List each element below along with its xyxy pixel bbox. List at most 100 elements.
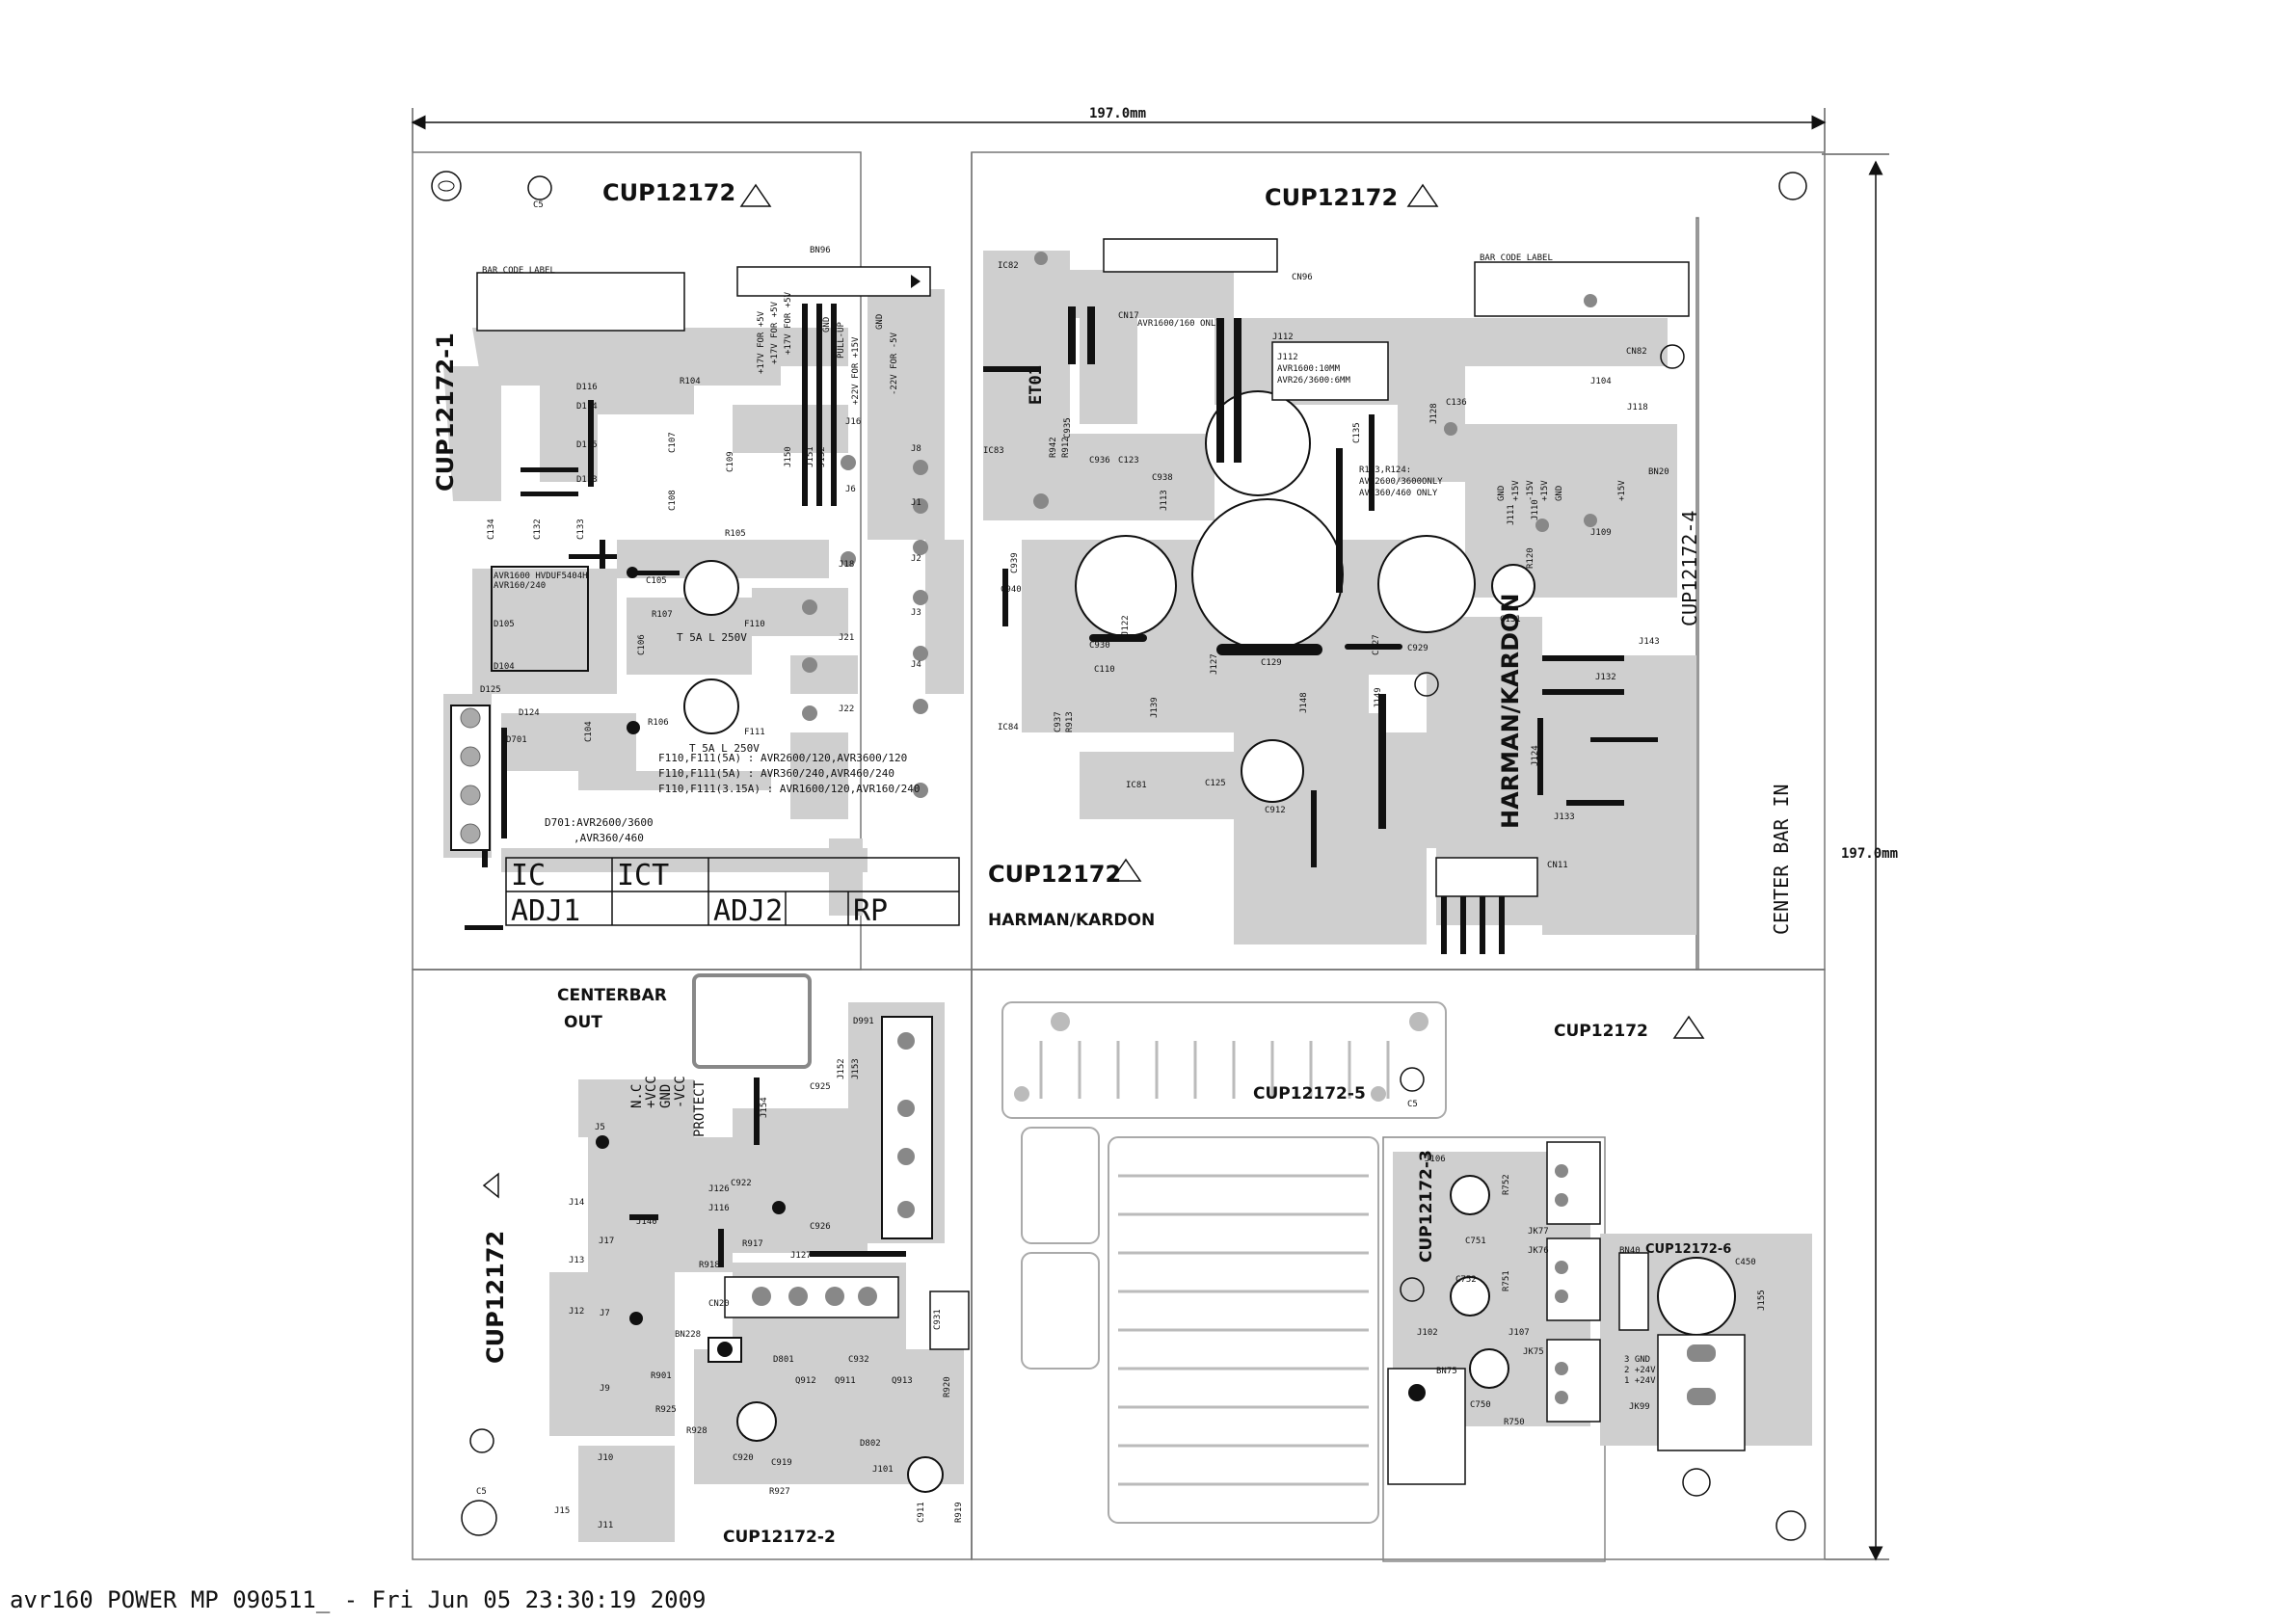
ref-cn20: CN20 [708,1299,730,1309]
centerbar-out-line2: OUT [564,1013,602,1032]
ref-d105: D105 [494,620,515,629]
ref-j148: J148 [1299,692,1309,713]
ref-ic81: IC81 [1126,781,1147,790]
board-header-bm: CUP12172 [1554,1022,1648,1041]
ref-c104: C104 [584,721,594,742]
ref-r751: R751 [1502,1270,1511,1291]
ref-r918: R918 [699,1261,720,1270]
ref-d125: D125 [480,685,501,695]
table-rp: RP [853,894,888,928]
ref-r913: R913 [1065,711,1075,732]
ref-c131: C131 [1500,615,1521,625]
top-left-components: BAR CODE LABEL C5 CUP12172 CUP121 [431,171,960,930]
ref-j4: J4 [911,660,921,670]
width-dimension-label: 197.0mm [1089,106,1146,121]
ref-jk75: JK75 [1523,1347,1544,1357]
brand-label-tr: HARMAN/KARDON [1497,593,1524,829]
ref-c938: C938 [1152,473,1173,483]
ref-r920: R920 [943,1376,952,1397]
ref-c108: C108 [668,490,678,511]
bottom-left-components: C5 CENTERBAR OUT CUP12172-2 CUP12172 N.C… [461,973,970,1547]
ref-j22: J22 [839,705,854,714]
j112-note-2: AVR1600:10MM [1277,364,1341,374]
ref-bn75: BN75 [1436,1367,1457,1376]
j112-note-1: J112 [1277,353,1298,362]
avr-note-2: AVR160/240 [494,581,546,591]
ref-c926: C926 [810,1222,831,1232]
r123-note-1: R123,R124: [1359,466,1411,475]
ref-designators-br: J106 R752 C751 JK77 C752 R751 JK76 J102 … [1417,1155,1767,1427]
ref-jk99: JK99 [1629,1402,1650,1412]
ref-c133: C133 [576,519,586,540]
jk99-pin-2: 2 +24V [1624,1366,1656,1375]
ref-ic82: IC82 [998,261,1019,271]
top-left-copper [443,289,964,916]
ref-c925: C925 [810,1082,831,1092]
ref-d802: D802 [860,1439,881,1449]
ref-f111: F111 [744,728,765,737]
ref-j2: J2 [911,554,921,564]
ref-j128: J128 [1429,403,1439,424]
ref-c932: C932 [848,1355,869,1365]
jk99-pin-1: 3 GND [1624,1355,1650,1365]
ref-c136: C136 [1446,398,1467,408]
ref-c920: C920 [733,1453,754,1463]
ref-r927: R927 [769,1487,790,1497]
table-adj1: ADJ1 [511,894,580,928]
bn20-pin-labels: GND +15V -15V +15V GND +15V [1497,480,1627,501]
ref-j155: J155 [1757,1290,1767,1311]
ref-j127: J127 [1210,653,1219,675]
ref-j122: J122 [1121,615,1131,636]
ref-j151: J151 [806,446,815,467]
ref-j106: J106 [1425,1155,1446,1164]
ref-d701: D701 [506,735,527,745]
fuse-rating-2: T 5A L 250V [689,742,760,755]
cb-out-pin-1: N.C [629,1084,645,1108]
ref-cn11: CN11 [1547,861,1568,870]
board-name-bl: CUP12172-2 [723,1528,836,1547]
ref-j109: J109 [1590,528,1612,538]
ref-j127b: J127 [790,1251,812,1261]
ref-bn96: BN96 [810,246,831,255]
top-right-components: BAR CODE LABEL CUP12172 CUP1217 [983,172,1807,954]
ref-c105: C105 [646,576,667,586]
bn96-pin-6: +22V FOR +15V [851,336,861,405]
ref-c911: C911 [917,1502,926,1523]
ref-j139: J139 [1150,697,1160,718]
ref-j152b: J152 [837,1058,846,1079]
ref-c919: C919 [771,1458,792,1468]
table-ict: ICT [617,859,669,892]
pb-caption-bm: C5 [1407,1100,1418,1109]
ref-designators-bl: D991 J152 J153 J154 C925 C922 C926 J126 … [554,1017,964,1530]
ref-j110: J110 [1531,499,1540,520]
ref-r107: R107 [652,610,673,620]
r123-note-3: AVR360/460 ONLY [1359,489,1438,498]
board-side-bl: CUP12172 [482,1231,509,1364]
ref-j112: J112 [1272,333,1294,342]
ref-j1: J1 [911,498,921,508]
ref-j132: J132 [1595,673,1616,682]
ref-j116: J116 [708,1204,730,1213]
ref-d113: D113 [576,475,598,485]
bn96-pin-4: GND [822,317,832,333]
ref-r750: R750 [1504,1418,1525,1427]
ref-c940: C940 [1001,585,1022,595]
ref-j102: J102 [1417,1328,1438,1338]
height-dimension-label: 197.0mm [1841,846,1898,862]
ref-bn228: BN228 [675,1330,701,1340]
r123-note-2: AVR2600/3600ONLY [1359,477,1443,487]
ref-ic84: IC84 [998,723,1019,732]
centerbar-out-line1: CENTERBAR [557,986,667,1005]
ref-c127: C127 [1372,634,1381,655]
ref-j101: J101 [872,1465,894,1475]
bn96-pin-2: +17V FOR +5V [770,301,780,364]
ref-j113: J113 [1160,490,1169,511]
ref-d124: D124 [519,708,540,718]
ref-d114: D114 [576,402,598,412]
ref-j17: J17 [599,1237,614,1246]
table-ic: IC [511,859,546,892]
ref-r104: R104 [680,377,701,386]
ref-designators-tl: BN96 R104 D116 D114 D115 D113 C107 C108 … [480,246,921,745]
ref-q912: Q912 [795,1376,816,1386]
